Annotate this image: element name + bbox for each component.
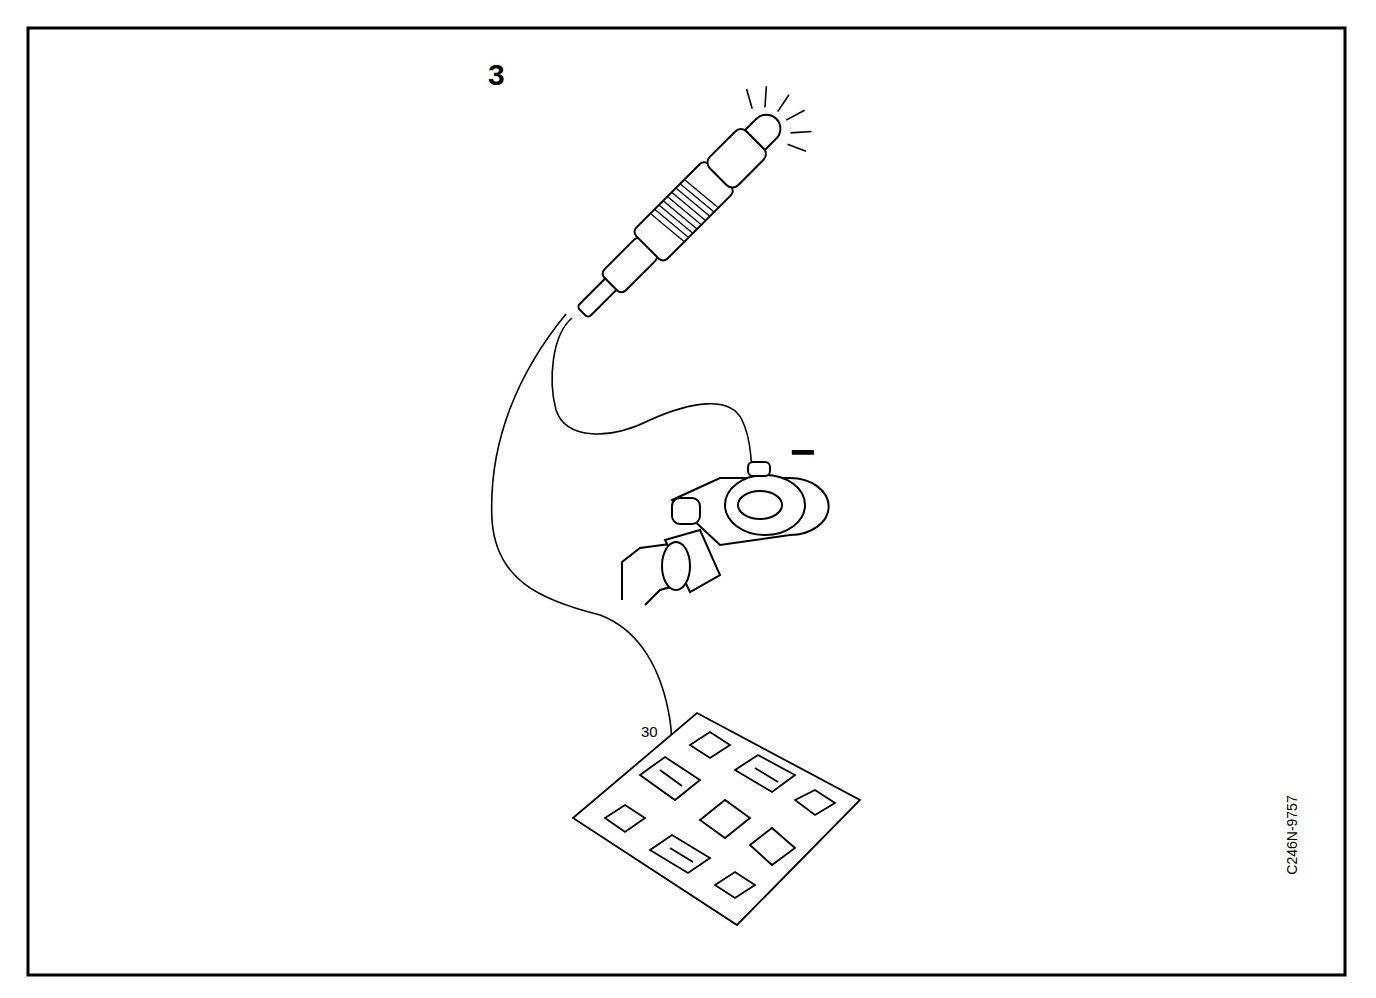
light-rays (739, 71, 825, 157)
socket-slot (690, 732, 730, 758)
test-lamp (553, 71, 826, 344)
socket-slot (640, 757, 700, 800)
lamp-thread (667, 194, 701, 228)
light-rays (786, 106, 804, 124)
relay-socket (573, 713, 860, 925)
terminal-post (738, 491, 782, 519)
socket-slot (715, 872, 755, 898)
cable-lug (662, 542, 690, 590)
socket-slot (750, 828, 795, 865)
lamp-thread (650, 177, 718, 245)
socket-slot (660, 770, 682, 786)
lamp-thread (663, 198, 697, 232)
light-rays (755, 86, 776, 107)
clamp-bolt (672, 498, 700, 524)
light-rays (775, 95, 792, 112)
socket-slot (735, 755, 795, 792)
pin-number: 30 (641, 724, 658, 739)
lamp-thread (655, 206, 689, 240)
socket-slot (605, 805, 645, 832)
socket-slot (670, 848, 693, 862)
figure-number: 3 (488, 60, 505, 90)
lamp-thread (659, 202, 693, 236)
lamp-thread (650, 211, 684, 245)
socket-plate (573, 713, 860, 925)
socket-slot (650, 835, 710, 873)
lamp-thread (676, 185, 710, 219)
clamp-ring (725, 475, 805, 535)
socket-slot (700, 800, 750, 838)
light-rays (788, 139, 806, 157)
lamp-thread (684, 177, 718, 211)
lamp-thread (672, 189, 706, 223)
clamp-nut (748, 462, 770, 476)
lamp-bulb (745, 109, 786, 150)
test-lead (552, 318, 752, 492)
light-rays (739, 89, 759, 109)
drawing-code: C246N-9757 (1285, 795, 1299, 874)
battery-terminal (622, 462, 829, 605)
test-lead (492, 314, 673, 795)
light-rays (790, 122, 811, 143)
polarity-sign: − (790, 430, 816, 474)
frame-border (28, 28, 1345, 975)
socket-slot (795, 790, 835, 815)
lamp-thread (680, 181, 714, 215)
socket-slot (755, 768, 778, 782)
socket-slot (605, 732, 835, 898)
